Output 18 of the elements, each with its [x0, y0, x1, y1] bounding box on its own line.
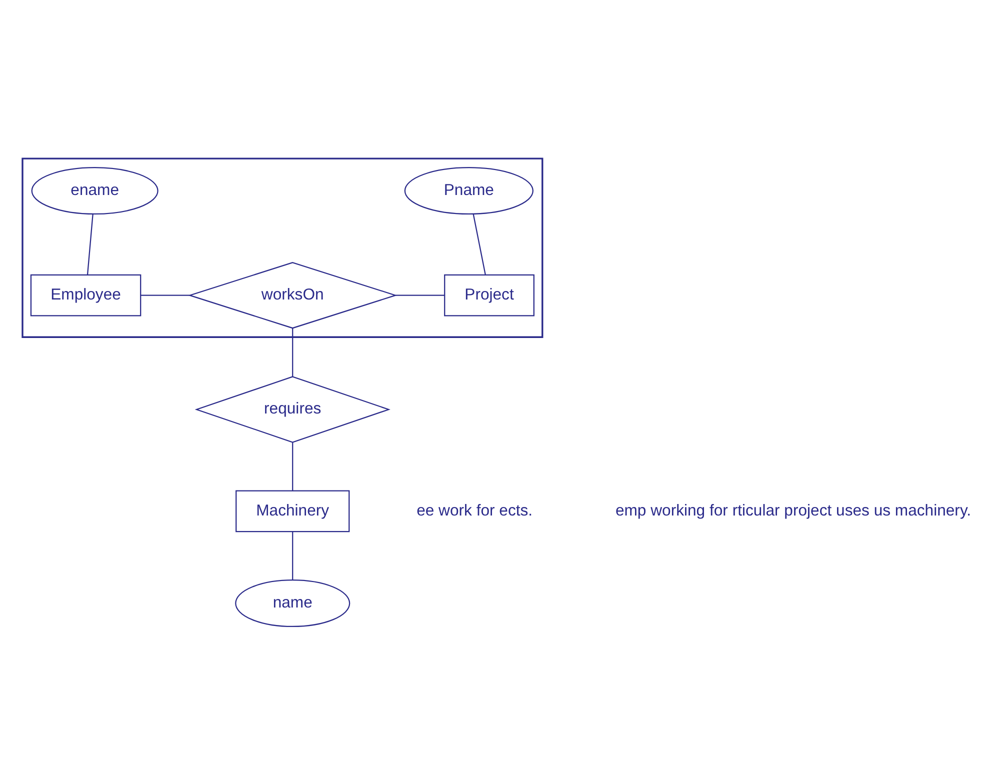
label: ee work for ects. — [416, 502, 533, 520]
node-ellipse: name — [235, 580, 350, 628]
cluster — [22, 158, 544, 338]
connector — [292, 532, 294, 580]
node-diamond: requires — [194, 376, 390, 443]
connector — [396, 294, 445, 296]
node-ellipse: ename — [31, 167, 158, 215]
connector — [472, 214, 486, 275]
node-box: Project — [444, 274, 534, 316]
node-ellipse: Pname — [404, 167, 534, 215]
connector — [140, 294, 190, 296]
node-diamond: worksOn — [188, 262, 398, 329]
connector — [292, 442, 294, 491]
label: emp working for rticular project uses us machinery. — [615, 502, 972, 520]
node-box: Machinery — [236, 490, 350, 532]
connector — [86, 214, 94, 275]
node-box: Employee — [30, 274, 142, 316]
connector — [292, 328, 294, 376]
